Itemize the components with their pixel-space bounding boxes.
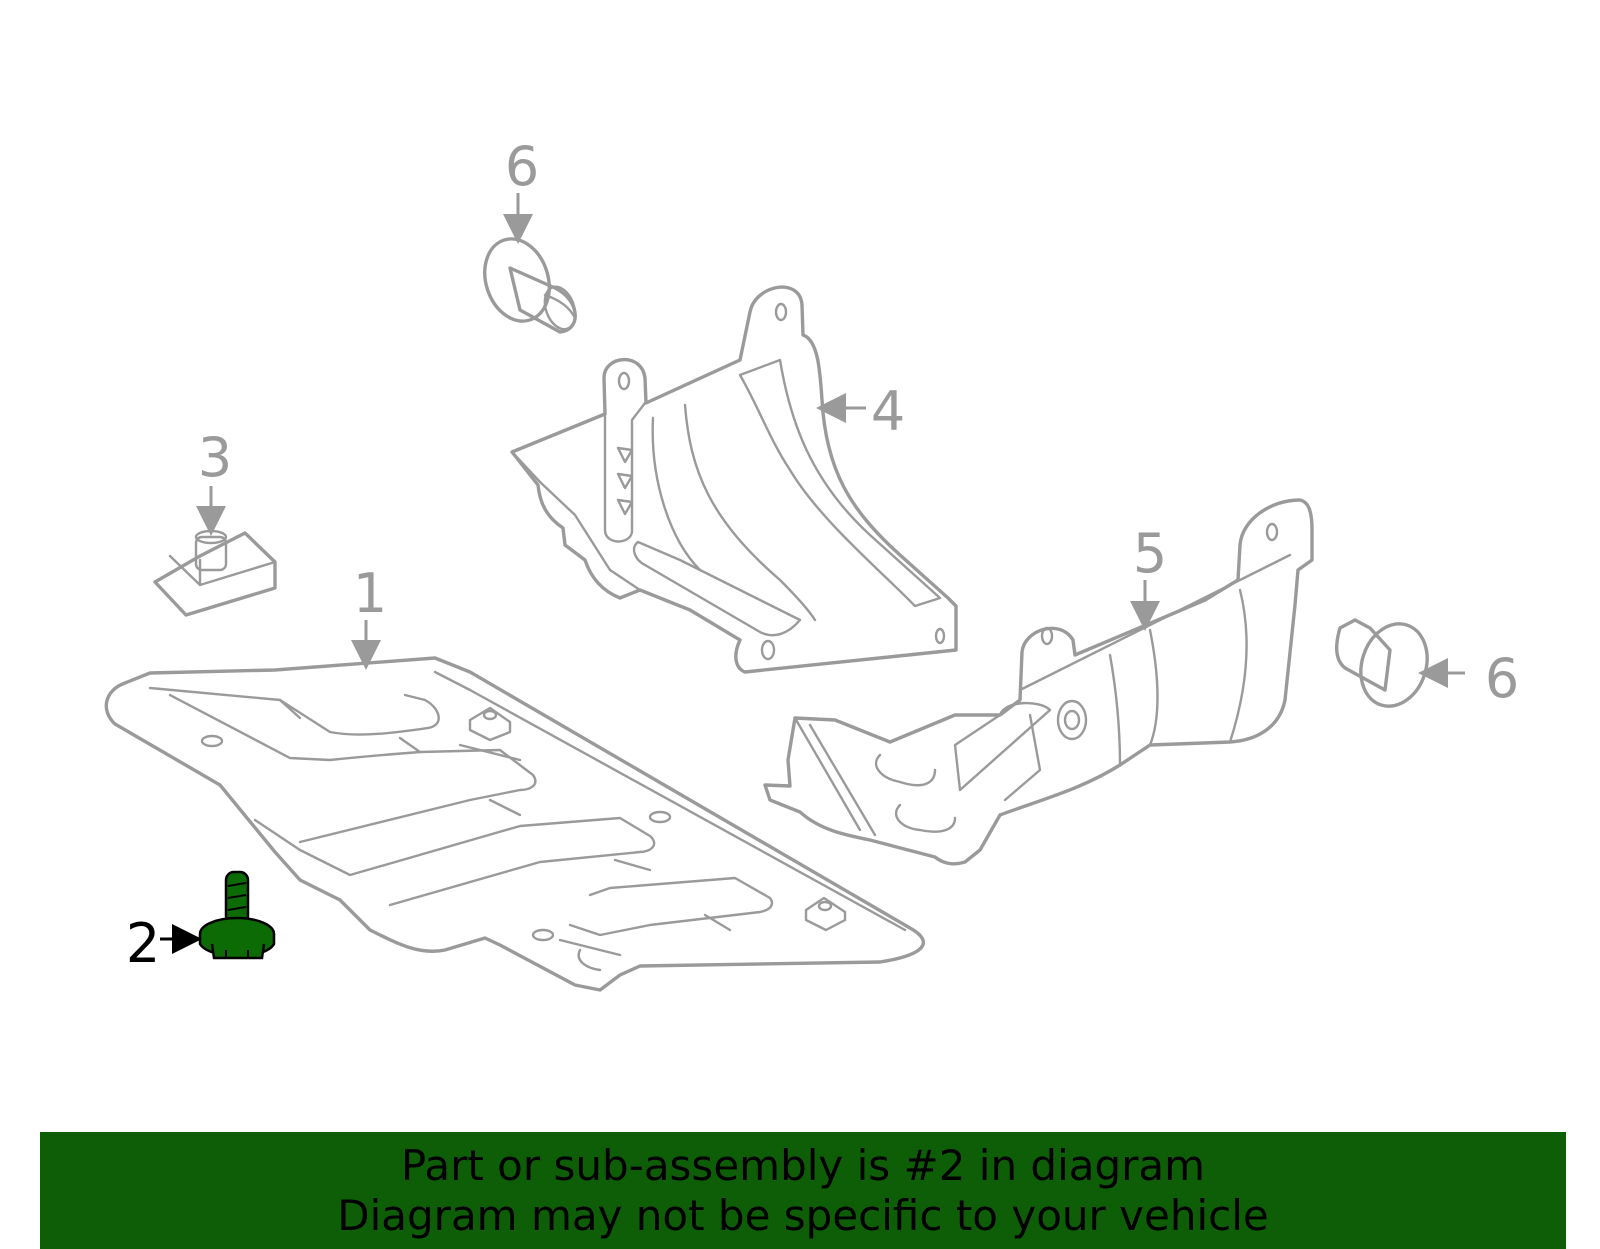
callout-4: 4 — [816, 380, 905, 443]
callout-5: 5 — [1130, 522, 1167, 631]
callout-label: 1 — [353, 562, 387, 625]
callout-label: 3 — [198, 426, 232, 489]
shield-part-5 — [763, 498, 1314, 866]
callout-label: 2 — [126, 912, 160, 975]
banner-line-1: Part or sub-assembly is #2 in diagram — [400, 1140, 1206, 1190]
callout-label: 5 — [1133, 522, 1167, 585]
clip-top-part — [483, 237, 577, 334]
callout-3: 3 — [196, 426, 232, 536]
callout-6-right: 6 — [1418, 647, 1519, 710]
shield-part-4 — [510, 285, 958, 674]
undercover-part-1 — [104, 656, 925, 992]
callout-2: 2 — [126, 912, 202, 975]
callout-label: 4 — [871, 380, 905, 443]
callout-label: 6 — [505, 135, 539, 198]
callout-1: 1 — [351, 562, 387, 670]
info-banner: Part or sub-assembly is #2 in diagram Di… — [40, 1132, 1566, 1249]
nut-part-3 — [153, 529, 277, 617]
callout-6-top: 6 — [503, 135, 539, 244]
bolt-part-2 — [198, 870, 276, 960]
callout-label: 6 — [1485, 647, 1519, 710]
banner-line-2: Diagram may not be specific to your vehi… — [337, 1190, 1269, 1240]
clip-right-part — [1335, 618, 1429, 708]
